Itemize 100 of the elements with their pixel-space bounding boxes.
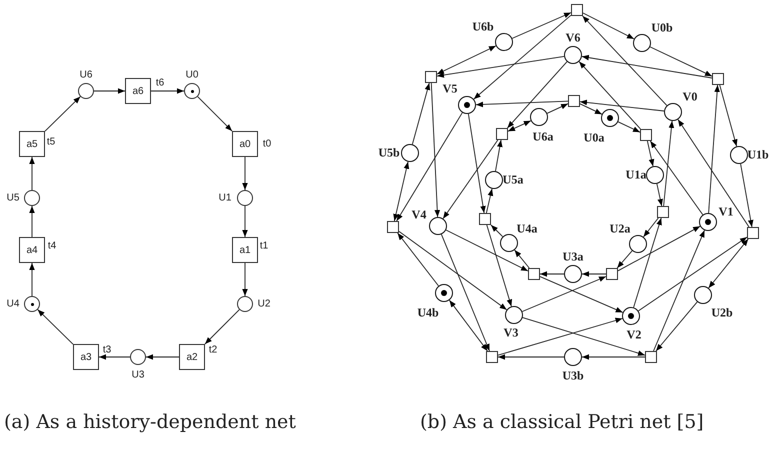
arc-arrow <box>506 61 568 128</box>
transition-box <box>568 95 580 107</box>
arc-arrow <box>650 140 704 216</box>
node-label: U6b <box>472 20 494 34</box>
place-circle <box>485 171 503 189</box>
place-circle <box>699 213 717 231</box>
arc-arrow <box>740 163 754 228</box>
arc-arrow <box>486 188 494 214</box>
arc-arrow <box>512 12 572 39</box>
arc-arrow <box>522 317 646 356</box>
token-dot <box>30 302 34 306</box>
node-label: U2a <box>610 222 630 236</box>
transition-box <box>486 351 498 363</box>
node-label: U4b <box>417 306 439 320</box>
node-label: U4 <box>6 298 20 310</box>
token-dot <box>190 90 194 92</box>
arc-arrow <box>490 224 504 238</box>
token-dot <box>464 102 470 108</box>
arc-arrow <box>656 301 698 352</box>
arc-arrow <box>656 183 663 206</box>
transition-box <box>387 221 399 233</box>
transition-box <box>19 131 45 157</box>
place-circle <box>564 348 582 366</box>
node-label: V6 <box>566 30 580 46</box>
arc-arrow <box>398 230 508 310</box>
arc-arrow <box>633 218 662 308</box>
arc-arrow <box>146 354 180 360</box>
node-label: U1b <box>747 148 769 162</box>
transition-name: a0 <box>239 138 251 150</box>
node-label: U3b <box>562 368 584 384</box>
arc-arrow <box>708 84 720 214</box>
arc-arrow <box>94 88 126 94</box>
place-circle <box>458 96 476 114</box>
arc-arrow <box>618 121 640 133</box>
place-circle <box>664 103 682 121</box>
arc-arrow <box>486 224 512 307</box>
node-label: U4a <box>516 222 538 236</box>
arc-arrow <box>582 354 646 360</box>
arc-arrow <box>678 119 750 228</box>
transition-box <box>657 206 669 218</box>
place-circle <box>429 217 447 235</box>
place-circle <box>646 166 664 184</box>
transition-box <box>232 131 258 157</box>
arc-arrow <box>98 354 130 360</box>
node-label: U2 <box>258 298 270 310</box>
arc-arrow <box>473 14 572 100</box>
arc-arrow <box>663 120 674 206</box>
transition-box <box>640 129 652 141</box>
transition-box <box>496 128 508 140</box>
arc-arrow <box>440 234 490 352</box>
token-dot <box>607 115 613 121</box>
arc-arrow <box>495 140 503 172</box>
arc-arrow <box>719 84 738 147</box>
place-circle <box>495 33 513 51</box>
arc-arrow <box>242 262 248 296</box>
node-label: U0b <box>651 20 673 36</box>
arc-arrow <box>397 232 439 286</box>
arc-arrow <box>580 100 665 112</box>
node-label: U1 <box>218 192 232 204</box>
place-circle <box>622 307 640 325</box>
node-label: t6 <box>156 78 164 88</box>
node-label: V2 <box>626 328 642 342</box>
node-label: U5 <box>6 192 20 204</box>
token-dot <box>441 290 447 296</box>
arc-arrow <box>582 16 668 106</box>
arc-arrow <box>436 56 565 78</box>
arc-arrow <box>508 120 532 132</box>
node-label: t0 <box>262 138 272 150</box>
transition-box <box>571 4 583 16</box>
arc-arrow <box>638 236 748 312</box>
arc-arrow <box>540 271 564 277</box>
place-circle <box>530 108 548 126</box>
transition-box <box>125 78 151 104</box>
node-label: V4 <box>412 208 426 222</box>
place-circle <box>24 190 40 206</box>
node-label: V5 <box>442 82 458 96</box>
arc-arrow <box>197 96 232 132</box>
node-label: U3a <box>562 250 584 264</box>
arc-arrow <box>650 46 712 77</box>
place-circle <box>500 234 518 252</box>
arc-arrow <box>29 156 35 190</box>
node-label: t1 <box>260 240 268 252</box>
transition-box <box>232 237 258 263</box>
transition-box <box>606 268 618 280</box>
place-circle <box>435 284 453 302</box>
node-label: t5 <box>46 136 56 148</box>
subfigure-caption: (b) As a classical Petri net [5] <box>420 410 705 435</box>
arc-arrow <box>498 318 623 356</box>
arc-arrow <box>514 250 530 268</box>
place-circle <box>237 190 253 206</box>
arc-arrow <box>150 88 184 94</box>
node-label: U0a <box>584 130 604 146</box>
arc-arrow <box>582 12 634 40</box>
node-label: t4 <box>48 240 56 252</box>
node-label: U5b <box>378 146 400 160</box>
place-circle <box>633 34 651 52</box>
arc-arrow <box>442 140 498 220</box>
token-dot <box>705 219 711 225</box>
transition-box <box>179 344 205 370</box>
place-circle <box>401 144 419 162</box>
